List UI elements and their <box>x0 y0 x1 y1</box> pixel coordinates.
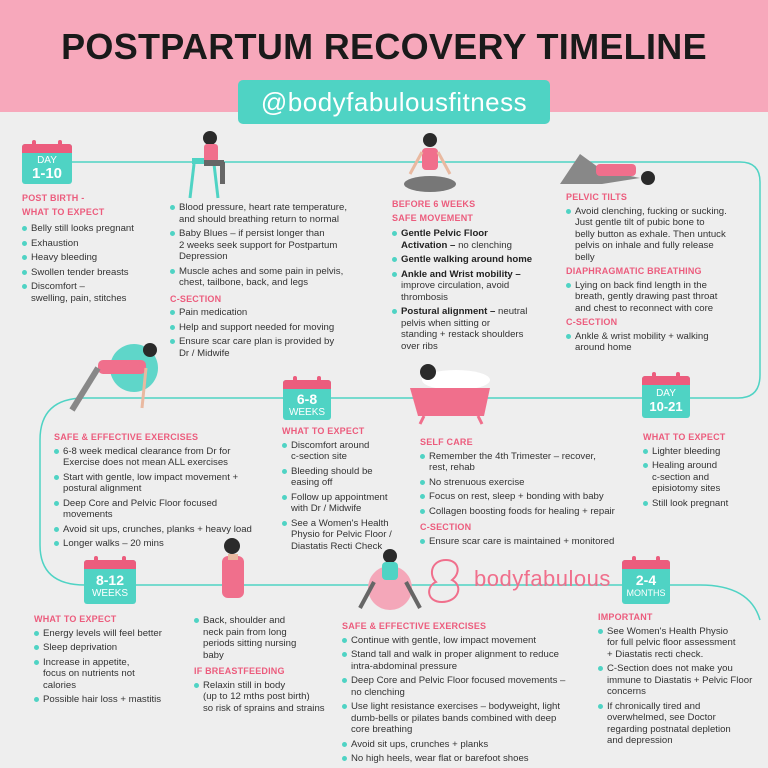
section-day-10-21-expect: WHAT TO EXPECT Lighter bleeding Healing … <box>643 432 758 512</box>
list-item: Heavy bleeding <box>22 252 172 264</box>
list-item: Exhaustion <box>22 238 172 250</box>
list-item: Gentle walking around home <box>392 254 552 266</box>
section-heading: SAFE & EFFECTIVE EXERCISES <box>342 621 487 631</box>
section-heading: IMPORTANT <box>598 612 653 622</box>
list-item: Remember the 4th Trimester – recover,res… <box>420 451 640 474</box>
list-item: Focus on rest, sleep + bonding with baby <box>420 491 640 503</box>
list-item: Belly still looks pregnant <box>22 223 172 235</box>
section-heading: POST BIRTH - <box>22 193 85 203</box>
section-heading: SAFE & EFFECTIVE EXERCISES <box>54 432 199 442</box>
list-item: No strenuous exercise <box>420 477 640 489</box>
list-item: Relaxin still in body(up to 12 mths post… <box>194 680 344 715</box>
list-item: Help and support needed for moving <box>170 322 380 334</box>
list-item: Avoid sit ups, crunches, planks + heavy … <box>54 524 274 536</box>
section-safe-exercises-8-12: SAFE & EFFECTIVE EXERCISES Continue with… <box>342 621 592 768</box>
meditating-woman-figure <box>404 133 456 192</box>
social-handle-badge[interactable]: @bodyfabulousfitness <box>238 80 550 124</box>
section-heading: WHAT TO EXPECT <box>643 432 726 442</box>
list-item: Still look pregnant <box>643 498 758 510</box>
section-heading: WHAT TO EXPECT <box>282 426 365 436</box>
list-item: Lighter bleeding <box>643 446 758 458</box>
list-item: Blood pressure, heart rate temperature,a… <box>170 202 380 225</box>
list-item: Continue with gentle, low impact movemen… <box>342 635 592 647</box>
section-post-birth-body: Blood pressure, heart rate temperature,a… <box>170 202 380 362</box>
list-item: Longer walks – 20 mins <box>54 538 274 550</box>
section-self-care: SELF CARE Remember the 4th Trimester – r… <box>420 437 640 550</box>
woman-on-chair-figure <box>188 131 225 199</box>
calendar-day-1-10: DAY 1-10 <box>22 140 72 184</box>
list-item: Swollen tender breasts <box>22 267 172 279</box>
section-heading: PELVIC TILTS <box>566 192 628 202</box>
list-item: Muscle aches and some pain in pelvis,che… <box>170 266 380 289</box>
section-heading: WHAT TO EXPECT <box>34 614 117 624</box>
section-heading: BEFORE 6 WEEKS <box>392 199 476 209</box>
list-item: Increase in appetite,focus on nutrients … <box>34 657 194 692</box>
list-item: Stand tall and walk in proper alignment … <box>342 649 592 672</box>
section-heading: IF BREASTFEEDING <box>194 666 285 676</box>
page-title: POSTPARTUM RECOVERY TIMELINE <box>61 26 707 67</box>
section-8-12-expect: WHAT TO EXPECT Energy levels will feel b… <box>34 614 194 709</box>
bathtub-figure <box>410 364 490 425</box>
crawling-exercise-figure <box>69 343 158 412</box>
section-heading: WHAT TO EXPECT <box>22 206 105 217</box>
list-item: Ankle and Wrist mobility –improve circul… <box>392 269 552 304</box>
list-item: Pain medication <box>170 307 380 319</box>
section-heading: SELF CARE <box>420 437 473 447</box>
list-item: Energy levels will feel better <box>34 628 194 640</box>
list-item: Sleep deprivation <box>34 642 194 654</box>
section-heading: SAFE MOVEMENT <box>392 212 474 223</box>
bodyfabulous-logo-icon <box>428 558 460 604</box>
calendar-2-4-months: 2-4 MONTHS <box>622 556 670 604</box>
woman-neck-pain-figure <box>222 538 244 598</box>
section-heading: DIAPHRAGMATIC BREATHING <box>566 266 702 276</box>
list-item: Avoid clenching, fucking or sucking.Just… <box>566 206 756 264</box>
list-item: Deep Core and Pelvic Floor focused movem… <box>342 675 592 698</box>
section-safe-exercises-6-8: SAFE & EFFECTIVE EXERCISES 6-8 week medi… <box>54 432 274 553</box>
pelvic-tilt-figure <box>560 154 655 185</box>
list-item: Avoid sit ups, crunches + planks <box>342 739 592 751</box>
list-item: No high heels, wear flat or barefoot sho… <box>342 753 592 765</box>
list-item: Ensure scar care is maintained + monitor… <box>420 536 640 548</box>
brand-logo-text: bodyfabulous <box>474 566 611 591</box>
list-item: Use light resistance exercises – bodywei… <box>342 701 592 736</box>
section-pelvic-tilts: PELVIC TILTS Avoid clenching, fucking or… <box>566 192 756 357</box>
exercise-ball-figure <box>358 549 422 610</box>
list-item: Collagen boosting foods for healing + re… <box>420 506 640 518</box>
section-heading: C-SECTION <box>420 522 472 532</box>
list-item: Discomfort –swelling, pain, stitches <box>22 281 172 304</box>
calendar-6-8-weeks: 6-8 WEEKS <box>283 376 331 420</box>
calendar-day-10-21: DAY 10-21 <box>642 372 690 418</box>
section-before-6-weeks: BEFORE 6 WEEKS SAFE MOVEMENT Gentle Pelv… <box>392 199 552 355</box>
section-heading: C-SECTION <box>170 293 222 304</box>
section-post-birth: POST BIRTH - WHAT TO EXPECT Belly still … <box>22 193 172 307</box>
list-item: Possible hair loss + mastitis <box>34 694 194 706</box>
section-heading: C-SECTION <box>566 317 618 327</box>
list-item: Start with gentle, low impact movement +… <box>54 472 274 495</box>
calendar-8-12-weeks: 8-12 WEEKS <box>84 556 136 604</box>
